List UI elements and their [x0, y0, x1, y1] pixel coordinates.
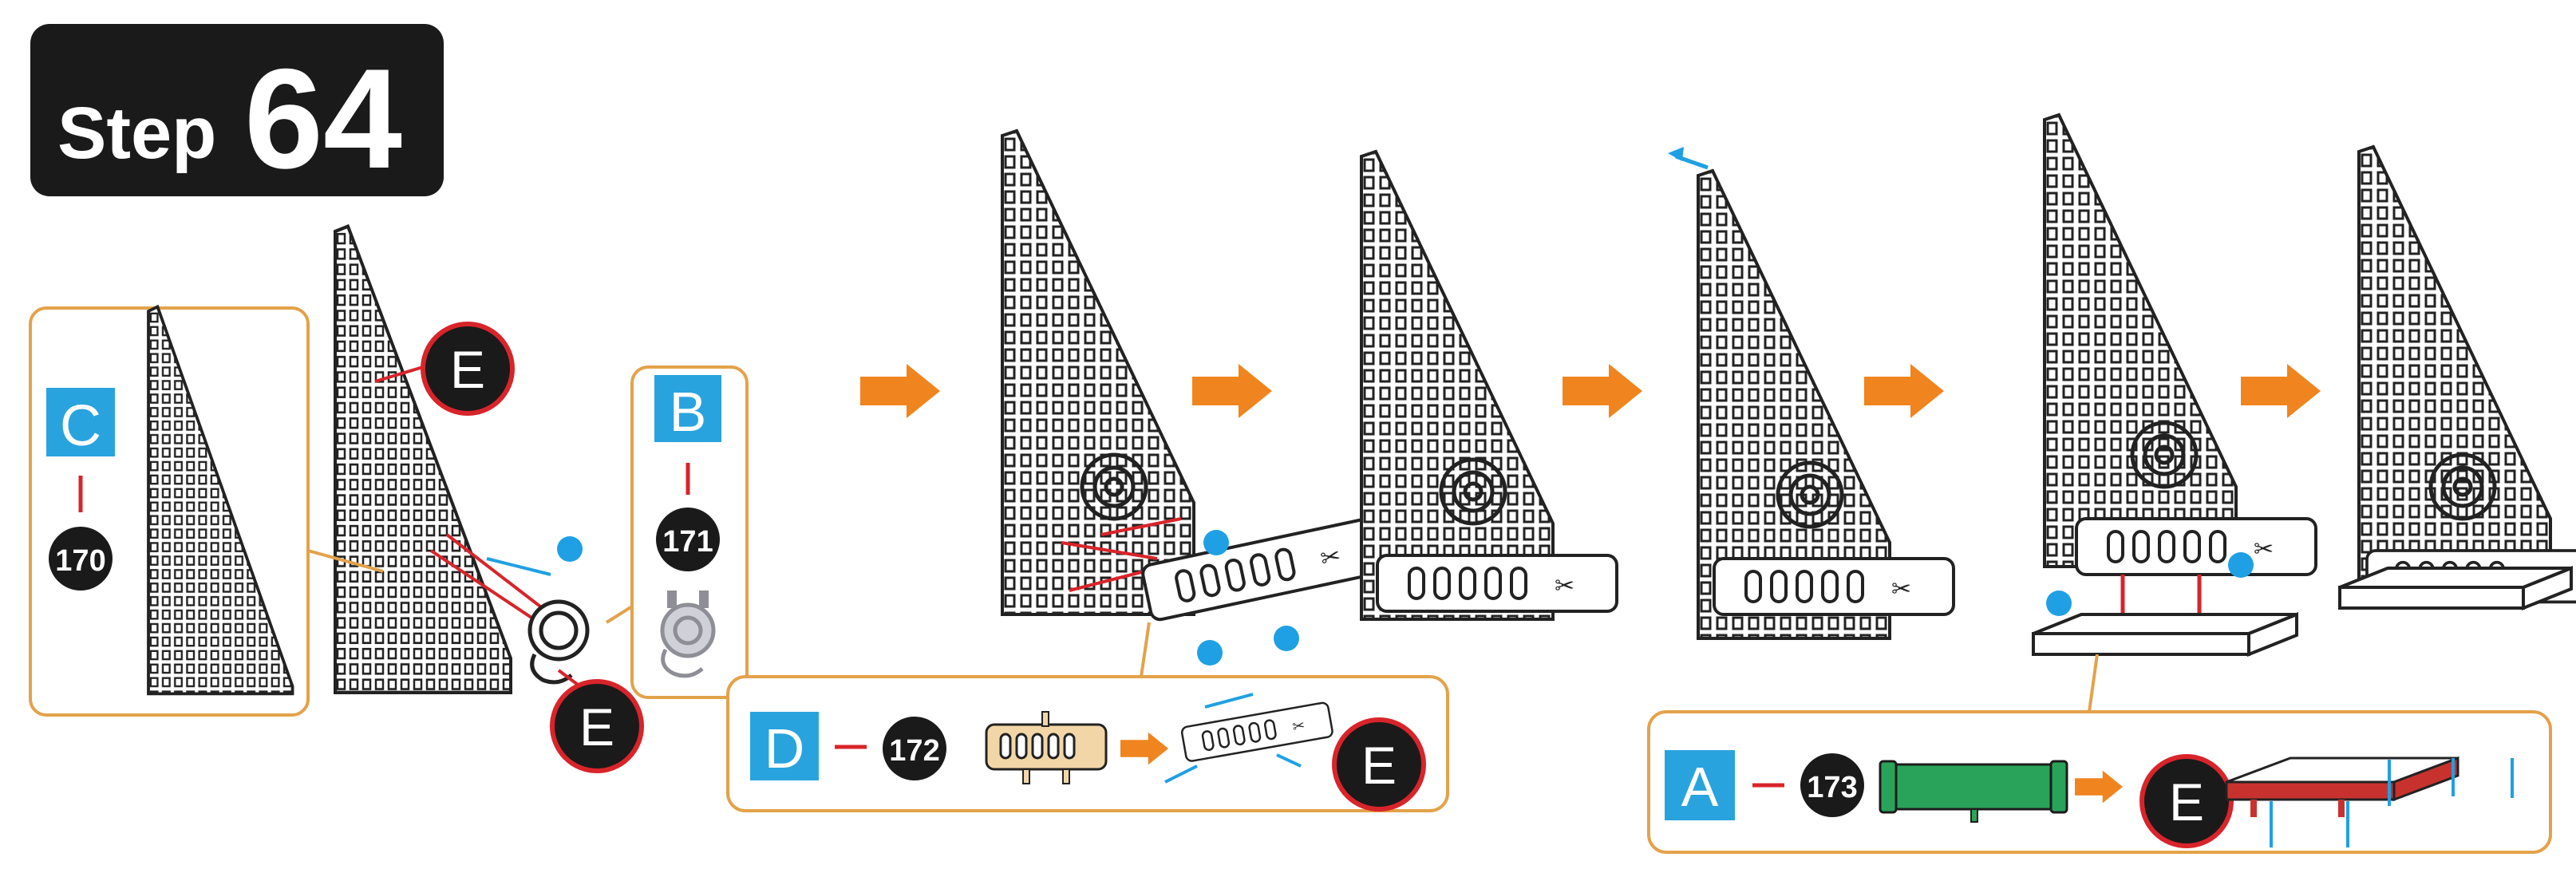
blue-dot: [2228, 552, 2254, 578]
step-arrow-5: [2241, 364, 2321, 418]
blue-dot: [1197, 640, 1223, 666]
panel-b: B 171: [606, 367, 747, 697]
blue-dot: [1203, 530, 1229, 555]
step-arrow-1: [860, 364, 940, 418]
sail-step-2: [1002, 131, 1194, 614]
step-arrow-4: [1864, 364, 1944, 418]
panel-c: C 170: [30, 306, 308, 715]
part-173: 173: [1807, 771, 1857, 804]
panel-d: D 172 E: [728, 622, 1448, 811]
blue-dot: [1274, 626, 1299, 651]
part-172: 172: [889, 734, 939, 768]
sail-step-5: [2045, 115, 2316, 575]
letter-a: A: [1681, 756, 1719, 818]
sail-step-1: [335, 227, 511, 693]
step-word: Step: [57, 93, 216, 174]
base-part-a-installed: [2033, 614, 2297, 654]
letter-e-1: E: [450, 340, 485, 399]
letter-b: B: [670, 381, 707, 443]
letter-e-3: E: [1361, 736, 1397, 795]
panel-a: A 173 E: [1649, 654, 2550, 852]
step-badge: Step 64: [30, 24, 444, 198]
letter-d: D: [765, 717, 805, 780]
letter-e-4: E: [2169, 772, 2204, 832]
step-arrow-3: [1563, 364, 1642, 418]
blue-dot: [557, 536, 583, 562]
spring-piece: [530, 602, 587, 682]
step-number: 64: [244, 39, 402, 198]
step-arrow-2: [1192, 364, 1272, 418]
letter-e-2: E: [579, 697, 614, 756]
base-final: [2340, 568, 2571, 608]
sail-final: [2359, 147, 2576, 602]
blue-dot: [2046, 591, 2072, 616]
letter-c: C: [60, 394, 101, 458]
part-171: 171: [662, 525, 713, 559]
part-170: 170: [55, 544, 105, 578]
